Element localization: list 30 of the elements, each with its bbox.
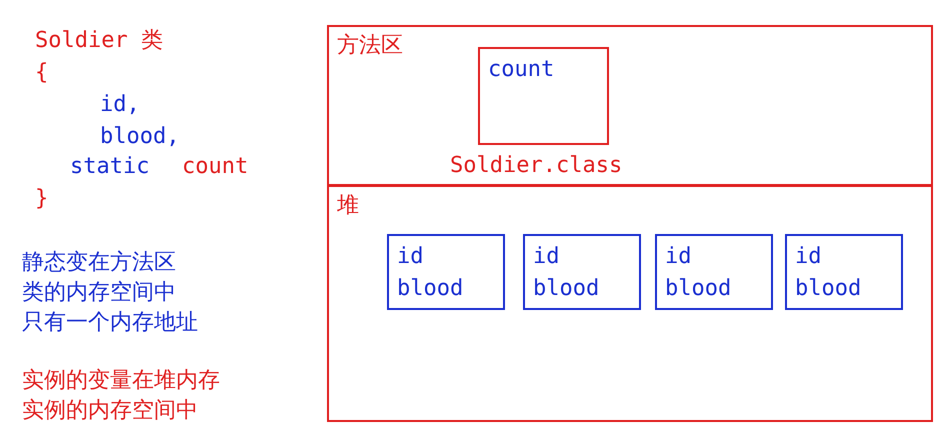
memory-box <box>655 234 773 310</box>
field-name: blood <box>533 278 600 300</box>
note-line: 类的内存空间中 <box>22 282 176 304</box>
memory-region <box>327 25 933 186</box>
memory-box <box>785 234 903 310</box>
note-line: 只有一个内存地址 <box>22 312 198 334</box>
class-caption: Soldier.class <box>450 155 622 177</box>
region-title: 堆 <box>337 195 359 217</box>
note-line: 静态变在方法区 <box>22 252 176 274</box>
code-line: id, <box>100 94 140 116</box>
code-line: } <box>35 188 48 210</box>
region-title: 方法区 <box>337 35 403 57</box>
memory-box <box>387 234 505 310</box>
note-line: 实例的内存空间中 <box>22 400 198 422</box>
field-name: id <box>665 246 692 268</box>
code-line: { <box>35 62 48 84</box>
code-line: blood, <box>100 126 180 148</box>
field-name: id <box>397 246 424 268</box>
class-heading: Soldier 类 <box>35 30 163 52</box>
field-name: id <box>533 246 560 268</box>
field-name: blood <box>665 278 732 300</box>
code-line: count <box>182 156 248 178</box>
field-name: id <box>795 246 822 268</box>
memory-box <box>523 234 641 310</box>
code-keyword: static <box>70 156 150 178</box>
note-line: 实例的变量在堆内存 <box>22 370 220 392</box>
memory-region <box>327 185 933 422</box>
field-name: count <box>488 59 554 81</box>
field-name: blood <box>795 278 862 300</box>
field-name: blood <box>397 278 464 300</box>
